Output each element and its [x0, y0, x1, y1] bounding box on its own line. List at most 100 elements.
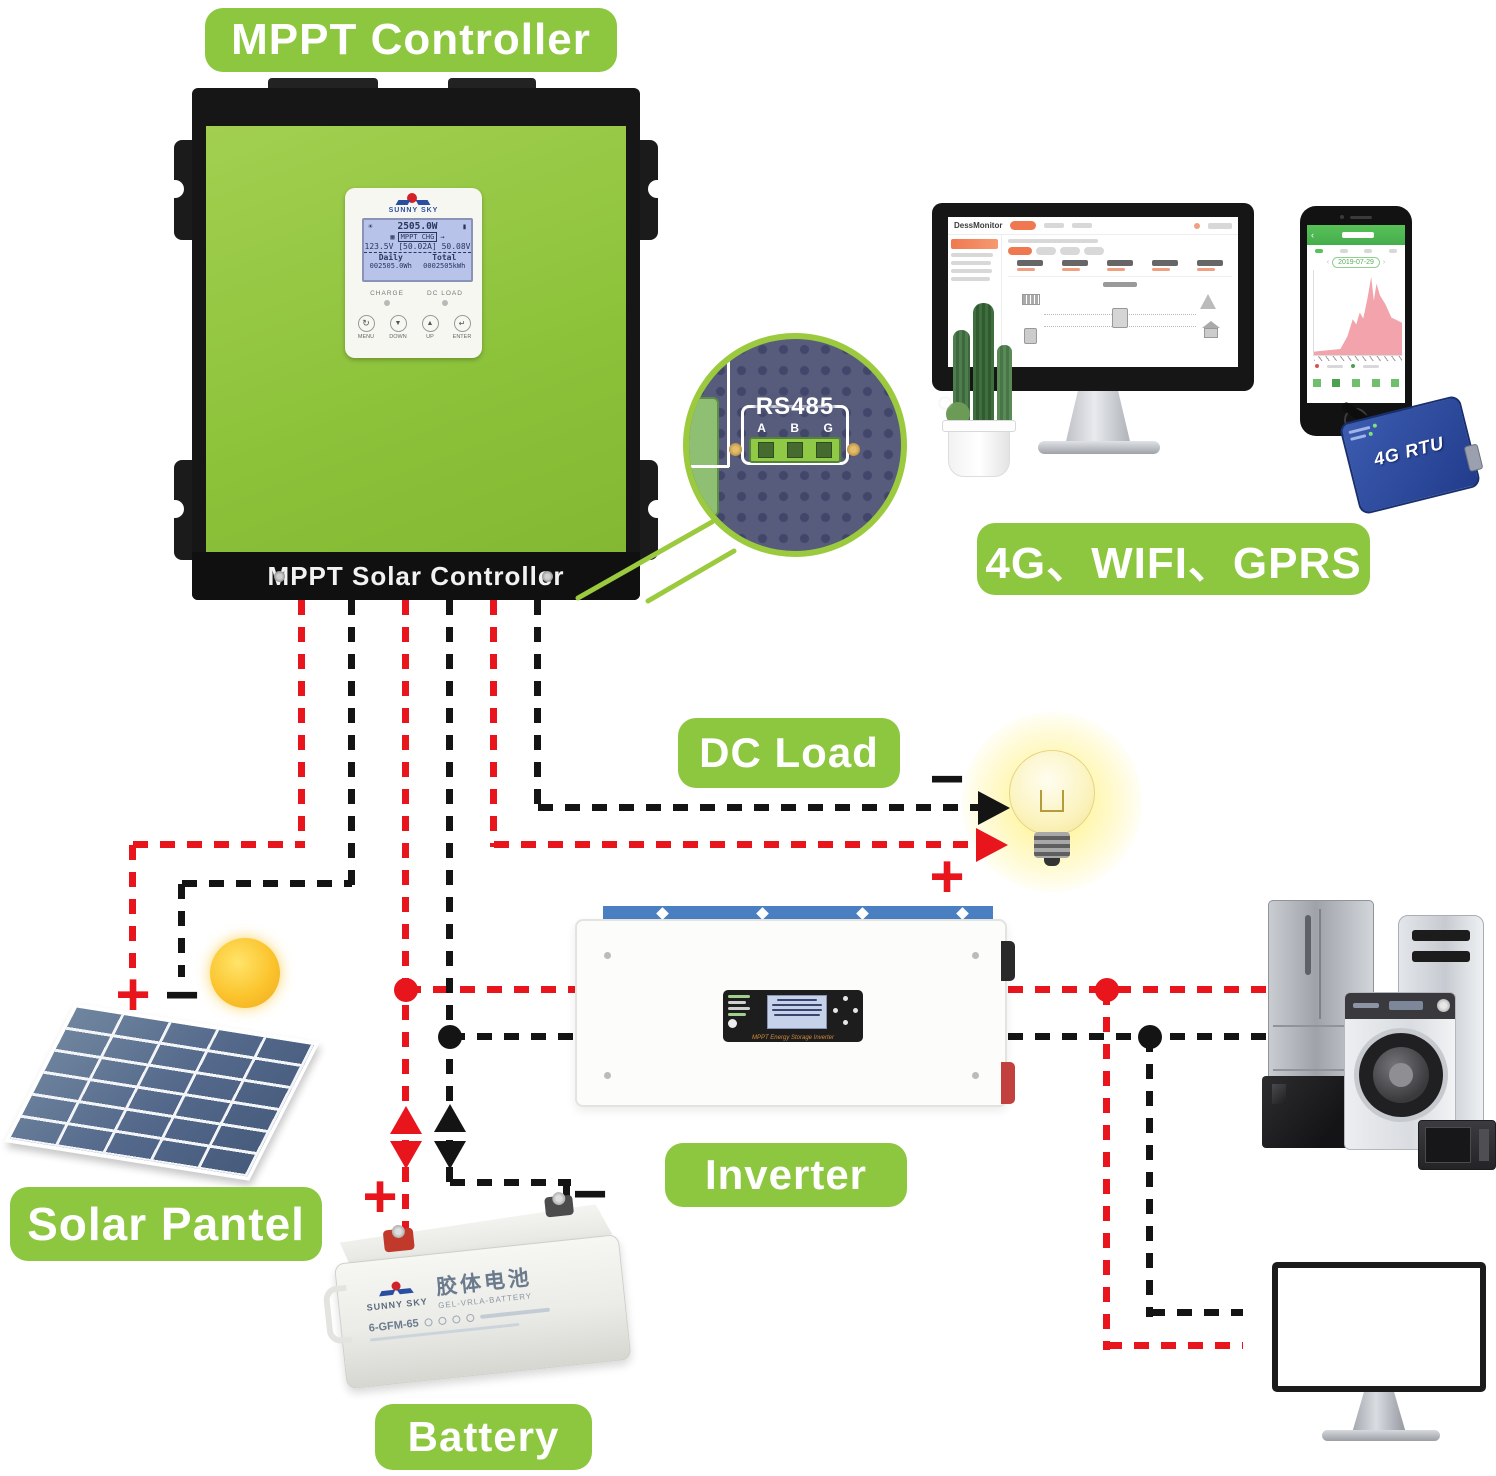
bottom-bar-screw-left — [274, 571, 285, 582]
ac-vent — [1411, 930, 1471, 941]
appliance-microwave — [1418, 1120, 1496, 1170]
topology-tower-icon — [1200, 294, 1216, 309]
phone-nav-icon — [1391, 379, 1400, 387]
rtu-db9-port — [1463, 443, 1484, 473]
charge-indicator-label: CHARGE — [370, 290, 404, 297]
phone-legend-dot-green — [1351, 364, 1355, 368]
wire-pv-plus-v2 — [129, 845, 136, 977]
up-button-icon: ▲ — [421, 315, 439, 332]
phone-tab — [1315, 248, 1324, 253]
wire-dcload-minus-h — [538, 804, 980, 811]
cactus-flower — [940, 398, 950, 408]
wire-inv-minus-h — [450, 1033, 576, 1040]
lcd-daily-label: Daily — [378, 253, 403, 262]
battery-cert-icon — [452, 1315, 461, 1324]
stat-item — [1106, 260, 1133, 271]
dc-load-badge: DC Load — [678, 718, 900, 788]
phone-app-header: ‹ — [1307, 225, 1405, 245]
solar-panel-badge: Solar Pantel — [10, 1187, 322, 1261]
phone-x-ticks — [1314, 356, 1402, 361]
rtu-led — [1372, 423, 1378, 429]
lcd-arrow-glyph: → — [440, 233, 445, 241]
bottom-bar-screw-right — [542, 571, 553, 582]
wire-bat-plus-v — [402, 600, 409, 1232]
dashboard-screen: DessMonitor — [948, 217, 1238, 367]
junction-dot-black-right — [1138, 1025, 1162, 1049]
cactus-stem-2 — [973, 303, 994, 431]
sunnysky-logo: SUNNY SKY — [345, 193, 482, 217]
battery-device: SUNNY SKY 胶体电池 GEL-VRLA-BATTERY 6-GFM-65 — [322, 1185, 647, 1405]
menu-button-label: MENU — [357, 334, 375, 340]
inverter-red-connector — [1001, 1062, 1015, 1104]
sun — [210, 938, 280, 1008]
terminal-slot — [757, 442, 774, 458]
phone-back-icon: ‹ — [1311, 230, 1314, 240]
wire-bat-minus-v — [446, 600, 453, 1187]
controller-brand-text: SUNNY SKY — [388, 207, 439, 214]
appliance-washer — [1344, 992, 1456, 1150]
terminal-slot — [786, 442, 803, 458]
lcd-metrics-row: 123.5V [50.02A] 50.08V — [364, 242, 471, 251]
battery-fineprint — [480, 1307, 551, 1319]
rs485-pin-g: G — [823, 421, 833, 435]
junction-dot-black-left — [438, 1025, 462, 1049]
phone-date-chip: 2019-07-29 — [1332, 257, 1380, 268]
logo-mark-icon — [407, 193, 417, 203]
enter-button-icon: ↵ — [453, 315, 471, 332]
dcload-indicator-label: DC LOAD — [427, 290, 463, 297]
terminal-screw-right — [847, 443, 860, 456]
battery-cert-icon — [424, 1317, 434, 1327]
junction-dot-red-left — [394, 978, 418, 1002]
dashboard-nav-active — [1010, 221, 1037, 230]
output-monitor — [1272, 1262, 1486, 1392]
dashboard-user-chip — [1208, 222, 1232, 229]
lcd-battery-icon: ▮ — [462, 222, 467, 231]
inverter-screw — [972, 952, 979, 959]
connectivity-badge-label: 4G、WIFI、GPRS — [985, 539, 1362, 588]
lcd-daily-value: 002505.0Wh — [369, 262, 412, 270]
solar-panel-badge-label: Solar Pantel — [27, 1198, 305, 1250]
inverter-power-button — [728, 1018, 737, 1028]
stat-item — [1151, 260, 1178, 271]
inverter-indicator-column — [728, 995, 762, 1028]
dashboard-stats-row — [1008, 260, 1232, 277]
arrow-battery-black-down — [434, 1141, 466, 1169]
dashboard-bell-icon — [1194, 222, 1200, 229]
monitor-stand-base — [1038, 441, 1160, 454]
plus-sign-battery: + — [362, 1163, 398, 1230]
phone-date-next-icon: › — [1382, 259, 1386, 266]
charge-led — [384, 300, 390, 306]
enter-button: ↵ ENTER — [448, 315, 476, 340]
sidebar-item — [951, 253, 994, 257]
sidebar-item — [951, 277, 990, 281]
fridge-handle — [1305, 915, 1311, 975]
phone-nav-icon — [1312, 379, 1321, 387]
rail-arrow-icon — [956, 907, 969, 920]
washer-control-panel — [1345, 993, 1455, 1019]
microwave-window — [1425, 1127, 1471, 1163]
smartphone: ‹ ‹ 2019-07-29 › — [1300, 206, 1412, 436]
wire-acout-plus-h2 — [1107, 1342, 1243, 1349]
minus-sign-solar: − — [164, 961, 200, 1028]
wire-acout-minus-v — [1146, 1037, 1153, 1317]
battery-badge: Battery — [375, 1404, 592, 1470]
down-button-icon: ▼ — [389, 315, 407, 332]
dashboard-nav-item — [1072, 223, 1093, 228]
monitor-stand-neck — [1065, 391, 1131, 443]
junction-dot-red-right — [1095, 978, 1119, 1002]
battery-model-text: 6-GFM-65 — [368, 1317, 420, 1335]
enter-button-label: ENTER — [452, 334, 472, 340]
topology-home-roof — [1202, 321, 1220, 328]
controller-bottom-label: MPPT Solar Controller — [267, 560, 565, 591]
dashboard-tab — [1060, 247, 1080, 255]
plant-pot-rim — [942, 420, 1016, 432]
inverter-buttons — [833, 996, 859, 1028]
rtu-led — [1368, 431, 1374, 437]
phone-legend-dot-red — [1315, 364, 1319, 368]
terminal-slot — [816, 442, 833, 458]
down-button-label: DOWN — [389, 334, 407, 340]
ac-vent — [1411, 951, 1471, 962]
phone-legend-label — [1363, 364, 1379, 368]
stat-item — [1196, 260, 1223, 271]
